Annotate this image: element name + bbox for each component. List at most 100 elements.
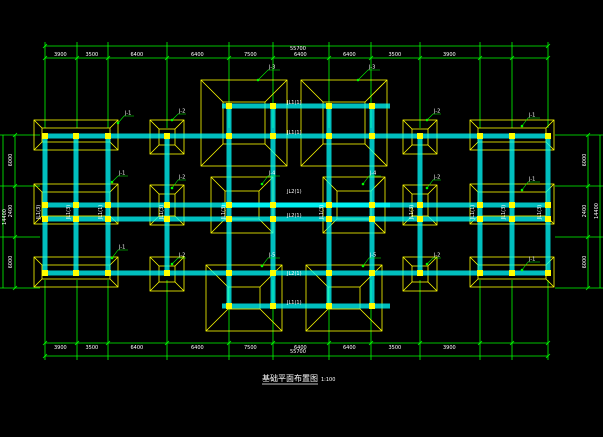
footing-slope-line <box>402 256 413 267</box>
footing-tag-leader <box>111 249 128 259</box>
footing-slope-line <box>364 79 388 103</box>
footing-slope-line <box>364 143 388 167</box>
column <box>545 216 551 222</box>
beam-label-horizontal: JL2(1) <box>286 213 302 219</box>
footing-slope-line <box>109 278 119 288</box>
column <box>226 303 232 309</box>
footing-tag-text: J-2 <box>433 175 440 181</box>
column <box>42 133 48 139</box>
top-segment-dim-text: 6400 <box>343 52 356 58</box>
column <box>369 303 375 309</box>
bottom-segment-dim-text: 6400 <box>131 345 144 351</box>
footing-slope-line <box>305 308 329 332</box>
column <box>326 202 332 208</box>
column <box>509 270 515 276</box>
footing-tag-text: J-1 <box>124 111 131 117</box>
column <box>226 103 232 109</box>
beam-label-horizontal: JL1(1) <box>286 300 302 306</box>
footing-tag-text: J-3 <box>368 65 375 71</box>
right-segment-dim-text: 6000 <box>582 256 588 269</box>
bottom-tick <box>477 340 483 346</box>
footing-slope-line <box>149 184 160 195</box>
leader-dot <box>260 264 264 268</box>
left-tick <box>12 183 18 189</box>
footing-slope-line <box>469 119 479 129</box>
footing-slope-line <box>402 184 413 195</box>
footing-tag-text: J-1 <box>118 171 125 177</box>
footing-slope-line <box>427 256 438 267</box>
top-tick <box>326 55 332 61</box>
top-tick <box>42 43 48 49</box>
bottom-segment-dim-text: 6400 <box>294 345 307 351</box>
leader-dot <box>425 262 429 266</box>
footing-tag-leader <box>171 179 186 189</box>
bottom-tick <box>326 340 332 346</box>
column <box>73 216 79 222</box>
bottom-tick <box>42 353 48 359</box>
footing-tag-leader <box>426 257 441 265</box>
footing-outer <box>205 264 283 332</box>
columns <box>42 103 551 309</box>
footing-tag-text: J-1 <box>118 245 125 251</box>
column <box>326 133 332 139</box>
footing-slope-line <box>33 141 43 151</box>
footing-tag-leader <box>257 69 280 81</box>
footing-slope-line <box>264 143 288 167</box>
right-tick <box>585 285 591 291</box>
top-tick <box>105 55 111 61</box>
footing-slope-line <box>264 79 288 103</box>
column <box>477 216 483 222</box>
column <box>73 202 79 208</box>
top-tick <box>477 55 483 61</box>
footing-tag-text: J-4 <box>369 171 376 177</box>
top-segment-dim-text: 7500 <box>244 52 257 58</box>
column <box>545 133 551 139</box>
footing-tag-text: J-2 <box>178 109 185 115</box>
top-tick <box>417 55 423 61</box>
bottom-tick <box>545 353 551 359</box>
bottom-tick <box>226 340 232 346</box>
drawing-scale: 1:100 <box>321 377 335 383</box>
column <box>417 216 423 222</box>
footing-slope-line <box>200 143 224 167</box>
footing-tag-leader <box>426 113 441 121</box>
footing-slope-line <box>402 281 413 292</box>
top-tick <box>164 55 170 61</box>
left-segment-dim-text: 2400 <box>8 205 14 218</box>
footing-slope-line <box>545 119 555 129</box>
footing-slope-line <box>359 308 383 332</box>
column <box>105 202 111 208</box>
footing-slope-line <box>33 183 43 193</box>
footing-slope-line <box>33 256 43 266</box>
bottom-tick <box>509 340 515 346</box>
footing-slope-line <box>174 144 185 155</box>
footing-outer <box>200 79 288 167</box>
column <box>369 216 375 222</box>
top-tick <box>270 55 276 61</box>
bottom-tick <box>545 340 551 346</box>
bottom-tick <box>164 340 170 346</box>
beam-label-horizontal: JL1(1) <box>286 100 302 106</box>
column <box>545 270 551 276</box>
footing-slope-line <box>469 278 479 288</box>
footing-slope-line <box>149 144 160 155</box>
column <box>164 270 170 276</box>
beam-label-vertical: JL1(3) <box>66 205 72 221</box>
column <box>42 202 48 208</box>
column <box>270 303 276 309</box>
column <box>270 270 276 276</box>
leader-dot <box>256 78 260 82</box>
top-tick <box>509 55 515 61</box>
top-tick <box>545 55 551 61</box>
beam-label-horizontal: JL1(1) <box>286 130 302 136</box>
bottom-overall-dim-text: 55700 <box>290 349 306 355</box>
leader-dot <box>425 186 429 190</box>
left-tick <box>12 285 18 291</box>
column <box>509 202 515 208</box>
footing-slope-line <box>402 119 413 130</box>
footing-tag-leader <box>261 175 280 185</box>
column <box>477 270 483 276</box>
right-tick <box>585 234 591 240</box>
column <box>509 133 515 139</box>
